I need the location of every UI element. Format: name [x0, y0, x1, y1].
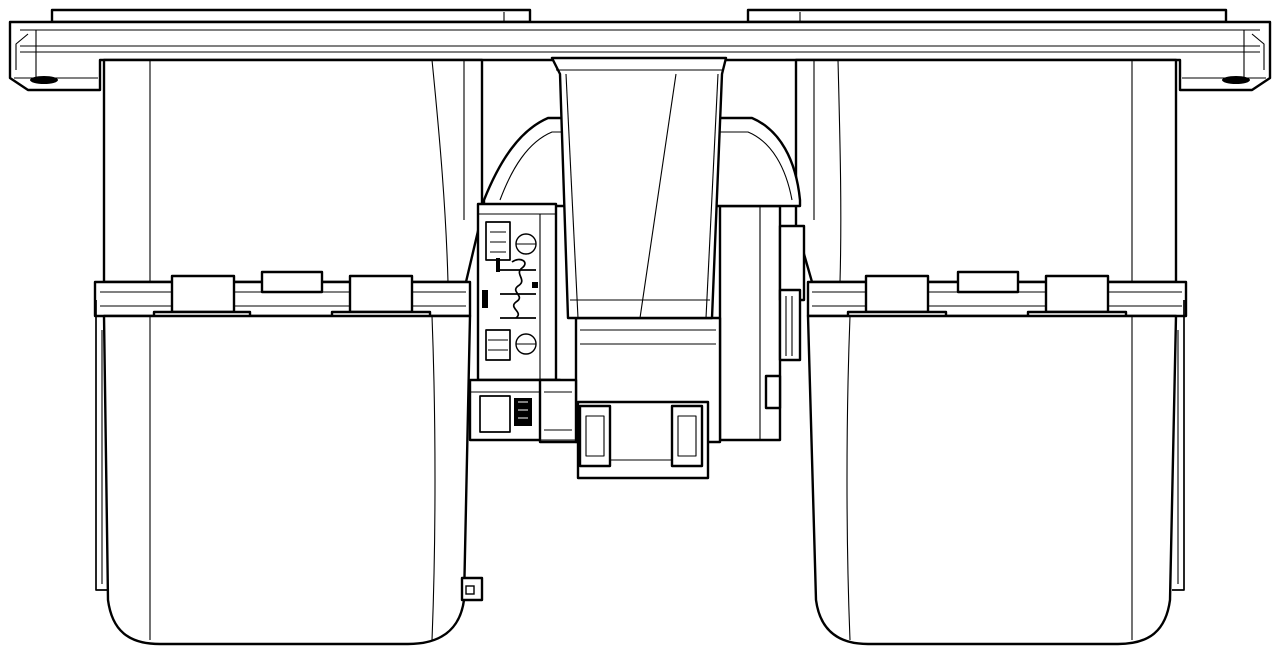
right-blower-housing — [794, 58, 1188, 646]
left-blower-housing — [93, 58, 484, 646]
mounting-plate — [8, 8, 1272, 92]
terminal-connector — [468, 378, 578, 444]
control-module — [476, 202, 558, 382]
center-duct — [482, 56, 802, 320]
